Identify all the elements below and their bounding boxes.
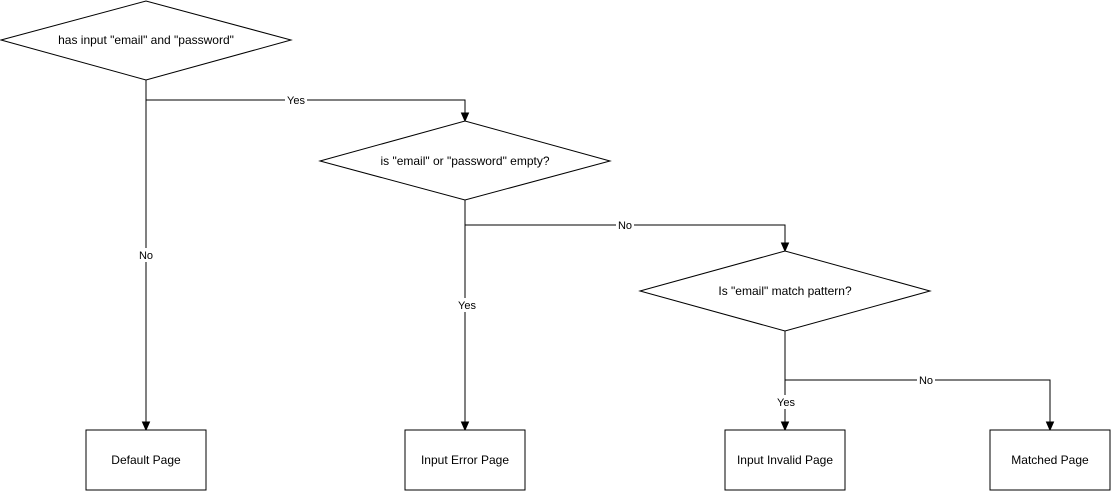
edge-label-pattern-yes: Yes <box>775 395 797 409</box>
decision-pattern-label: Is "email" match pattern? <box>718 284 852 298</box>
edge-has-input-yes <box>145 80 470 123</box>
arrowhead <box>141 421 151 432</box>
input-error-page-node: Input Error Page <box>404 429 526 491</box>
default-page-label: Default Page <box>111 453 181 467</box>
arrowhead <box>1045 421 1055 432</box>
edge-label-text: No <box>618 220 632 232</box>
decision-empty: is "email" or "password" empty? <box>318 120 612 201</box>
arrowhead <box>460 421 470 432</box>
edge-label-has-input-yes: Yes <box>285 93 307 107</box>
edge-label-text: Yes <box>458 300 476 312</box>
input-invalid-page-node: Input Invalid Page <box>724 429 846 491</box>
edge-label-text: Yes <box>287 95 305 107</box>
matched-page-label: Matched Page <box>1011 453 1089 467</box>
decision-empty-label: is "email" or "password" empty? <box>380 154 549 168</box>
edge-label-empty-yes: Yes <box>456 298 478 312</box>
matched-page-node: Matched Page <box>989 429 1111 491</box>
arrowhead <box>780 421 790 432</box>
default-page-node: Default Page <box>85 429 207 491</box>
edge-label-text: Yes <box>777 397 795 409</box>
input-error-page-label: Input Error Page <box>421 453 509 467</box>
arrowhead <box>780 242 790 253</box>
edge-label-text: No <box>919 375 933 387</box>
edge-empty-yes <box>460 200 470 432</box>
edge-label-pattern-no: No <box>917 373 935 387</box>
edge-label-text: No <box>139 250 153 262</box>
edge-label-has-input-no: No <box>137 248 155 262</box>
decision-pattern: Is "email" match pattern? <box>638 250 932 332</box>
edge-label-empty-no: No <box>616 218 634 232</box>
decision-has-input-label: has input "email" and "password" <box>58 33 234 47</box>
arrowhead <box>460 112 470 123</box>
input-invalid-page-label: Input Invalid Page <box>737 453 833 467</box>
decision-has-input: has input "email" and "password" <box>0 0 293 81</box>
